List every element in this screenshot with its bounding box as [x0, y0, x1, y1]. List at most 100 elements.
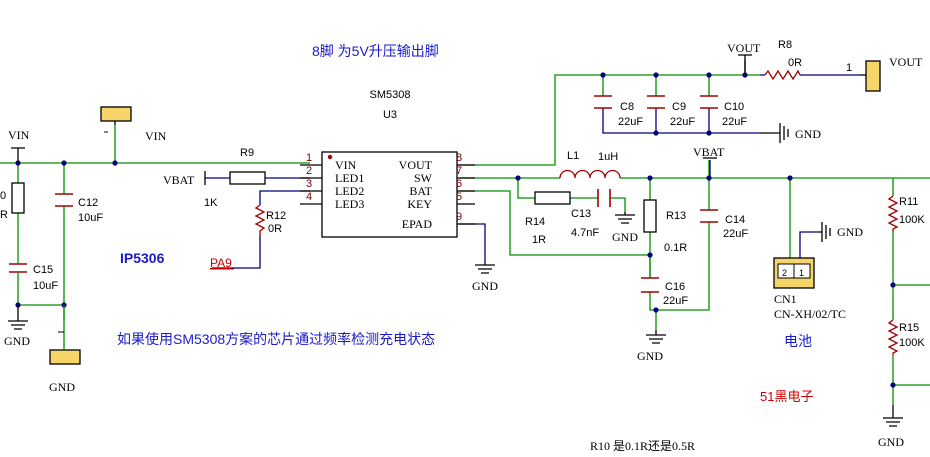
cn1-pin: 2 — [782, 268, 787, 278]
gnd-right-bottom — [883, 405, 903, 427]
gnd-label: GND — [612, 230, 638, 244]
c9-val: 22uF — [670, 116, 695, 128]
power-tees — [11, 54, 752, 163]
ic-pin-num: 2 — [306, 165, 312, 177]
ic-pin-name: SW — [414, 171, 433, 185]
ic-pin-num: 6 — [456, 178, 462, 190]
vbat-left-label: VBAT — [163, 173, 195, 187]
ic-part-name: SM5308 — [370, 89, 411, 101]
r13-val: 0.1R — [664, 242, 687, 254]
r14-ref: R14 — [525, 216, 545, 228]
ic-pin-num: 3 — [306, 178, 312, 190]
ic-pin-num: 1 — [306, 152, 312, 164]
ground-symbols — [8, 123, 903, 427]
gnd-top-caps — [760, 123, 789, 143]
r12-zigzag — [254, 204, 266, 235]
ic-pin-name: BAT — [409, 184, 432, 198]
ic-pin-num: 4 — [306, 191, 312, 203]
ic-pin-name: LED1 — [335, 171, 364, 185]
c10-plates — [700, 95, 718, 109]
gnd-label: GND — [637, 349, 663, 363]
c10-ref: C10 — [724, 101, 744, 113]
c15-ref: C15 — [33, 264, 53, 276]
ic-pin-name: LED3 — [335, 197, 364, 211]
c16-val: 22uF — [663, 295, 688, 307]
ic-pin-name: KEY — [407, 197, 432, 211]
cn1-ref: CN1 — [774, 292, 797, 306]
r9-body — [229, 171, 266, 185]
ic-pin-num: 7 — [456, 165, 462, 177]
r13-body — [643, 199, 657, 233]
ic-pin-name: VOUT — [399, 158, 433, 172]
note-brand: 51黑电子 — [760, 389, 813, 404]
ic-pin-num: 9 — [456, 211, 462, 223]
vout-top-label: VOUT — [727, 41, 761, 55]
r11-val: 100K — [899, 214, 925, 226]
gnd-left — [8, 305, 28, 330]
r15-ref: R15 — [899, 322, 919, 334]
zigzag-resistors — [254, 69, 899, 355]
r15-val: 100K — [899, 337, 925, 349]
left-cut-label: 0 — [0, 190, 6, 202]
pa9-label: PA9 — [210, 256, 232, 270]
ic-pin-name: EPAD — [402, 217, 433, 231]
c15-val: 10uF — [33, 280, 58, 292]
pin-ticks — [58, 131, 108, 333]
note-ip5306: IP5306 — [120, 250, 165, 266]
r8-val: 0R — [788, 57, 802, 69]
c14-val: 22uF — [723, 228, 748, 240]
r14-val: 1R — [532, 234, 546, 246]
r8-zigzag — [764, 69, 801, 81]
r9-ref: R9 — [240, 147, 254, 159]
gnd-label: GND — [878, 435, 904, 449]
vbat-top-label: VBAT — [693, 145, 725, 159]
vin-left-label: VIN — [8, 128, 30, 142]
note-sm5308: 如果使用SM5308方案的芯片通过频率检测充电状态 — [117, 331, 435, 347]
ic-left-pins: 1 VIN 2 LED1 3 LED2 4 LED3 — [306, 152, 364, 211]
c12-ref: C12 — [78, 197, 98, 209]
gnd-label: GND — [4, 334, 30, 348]
gnd-c16 — [646, 330, 666, 344]
gnd-ic-epad — [475, 262, 495, 274]
vout-pad — [865, 60, 881, 92]
capacitors — [9, 95, 718, 293]
cn1-val: CN-XH/02/TC — [774, 307, 846, 321]
ic-pin-num: 8 — [456, 152, 462, 164]
c13-plates — [597, 189, 611, 207]
r14-body — [534, 191, 571, 205]
gnd-pad — [49, 349, 81, 365]
note-pin8: 8脚 为5V升压输出脚 — [312, 43, 439, 59]
ic-pin-name: VIN — [335, 158, 357, 172]
gnd-label: GND — [472, 279, 498, 293]
cn1-pin: 1 — [799, 268, 804, 278]
gnd-c13 — [615, 212, 635, 224]
ic-pin-num: 5 — [456, 191, 462, 203]
c16-plates — [641, 277, 659, 293]
c14-ref: C14 — [725, 214, 745, 226]
c15-plates — [9, 263, 27, 273]
ic-right-pins: VOUT 8 SW 7 BAT 6 KEY 5 EPAD 9 — [399, 152, 462, 231]
r9-val: 1K — [204, 197, 218, 209]
cn1-connector — [773, 257, 815, 289]
left-cut-label: R — [0, 209, 8, 221]
c12-plates — [55, 193, 73, 207]
gnd-label: GND — [795, 127, 821, 141]
r11-ref: R11 — [899, 196, 918, 208]
c8-val: 22uF — [618, 116, 643, 128]
vin-right-label: VIN — [145, 129, 167, 143]
note-r10: R10 是0.1R还是0.5R — [590, 439, 695, 453]
vout-right-label: VOUT — [889, 55, 923, 69]
r12-ref: R12 — [266, 210, 286, 222]
gnd-label: GND — [49, 380, 75, 394]
c13-ref: C13 — [571, 208, 591, 220]
l1-ref: L1 — [567, 150, 579, 162]
c14-plates — [700, 209, 718, 223]
l1-val: 1uH — [598, 151, 618, 163]
c13-val: 4.7nF — [571, 227, 599, 239]
connector-pads — [49, 60, 881, 365]
c12-val: 10uF — [78, 212, 103, 224]
gnd-label: GND — [837, 225, 863, 239]
c9-ref: C9 — [672, 101, 686, 113]
r11-zigzag — [887, 195, 899, 232]
